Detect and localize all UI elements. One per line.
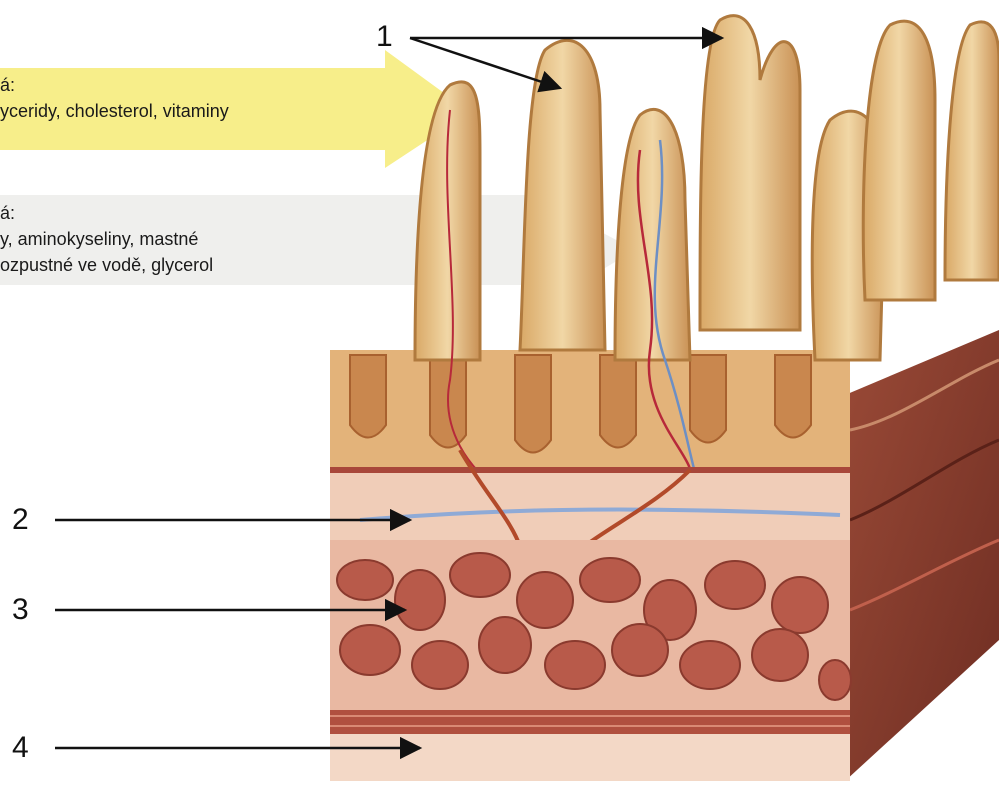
label-1-villi: 1	[376, 22, 393, 52]
arrow-1a	[410, 38, 560, 88]
callout-hydrophilic-line1: á:	[0, 202, 15, 224]
submucosa-layer	[330, 470, 850, 540]
callout-lipids-line1: á:	[0, 74, 15, 96]
label-4-serosa: 4	[12, 733, 29, 763]
callout-hydrophilic-line2: y, aminokyseliny, mastné	[0, 228, 198, 250]
label-3-muscularis: 3	[12, 595, 29, 625]
callout-hydrophilic-line3: ozpustné ve vodě, glycerol	[0, 254, 213, 276]
callout-lipids-line2: yceridy, cholesterol, vitaminy	[0, 100, 229, 122]
mucosa-layer	[330, 350, 850, 470]
block-side-face	[845, 330, 999, 781]
villi	[415, 16, 999, 360]
label-2-submucosa: 2	[12, 505, 29, 535]
serosa-layer	[330, 734, 850, 781]
